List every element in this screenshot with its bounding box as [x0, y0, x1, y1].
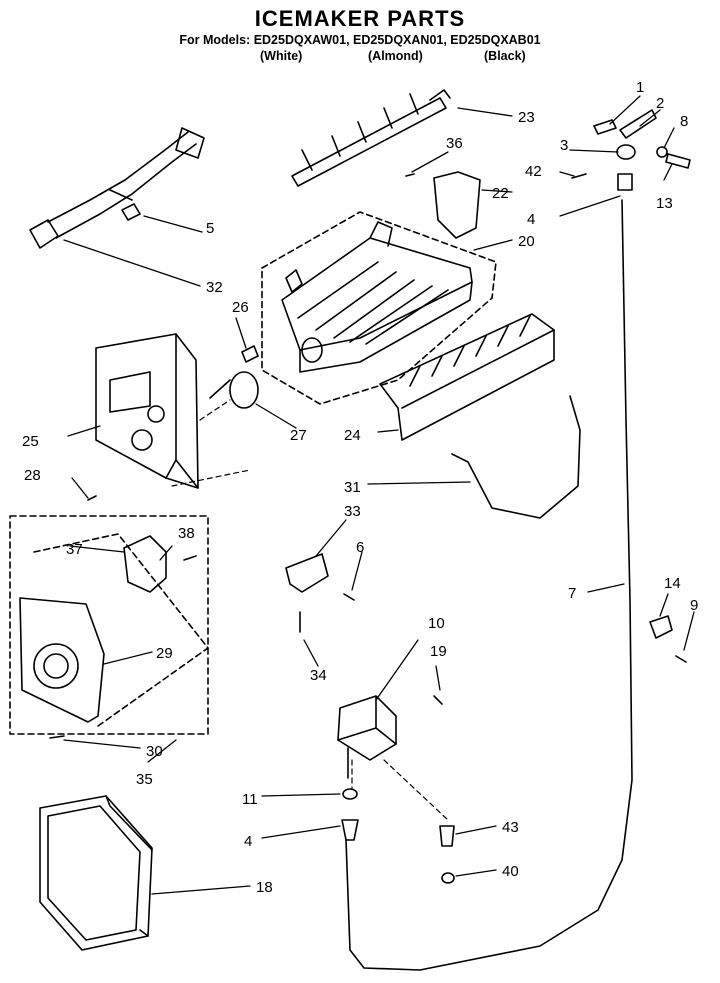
- callout-28: 28: [24, 467, 41, 484]
- callout-19: 19: [430, 643, 447, 660]
- fill-trough: [379, 313, 555, 441]
- callout-43: 43: [502, 819, 519, 836]
- variant-almond: (Almond): [368, 49, 423, 63]
- callout-1: 1: [636, 79, 644, 96]
- ejector-blade: [291, 89, 451, 187]
- callout-26: 26: [232, 299, 249, 316]
- callout-30: 30: [146, 743, 163, 760]
- variant-white: (White): [260, 49, 303, 63]
- clip: [241, 345, 259, 363]
- callout-10: 10: [428, 615, 445, 632]
- callout-25: 25: [22, 433, 39, 450]
- ice-mold-assembly: [261, 211, 497, 405]
- callout-35: 35: [136, 771, 153, 788]
- callout-29: 29: [156, 645, 173, 662]
- models-line: For Models: ED25DQXAW01, ED25DQXAN01, ED…: [179, 33, 541, 47]
- callout-8: 8: [680, 113, 688, 130]
- callout-18: 18: [256, 879, 273, 896]
- callout-27: 27: [290, 427, 307, 444]
- callout-40: 40: [502, 863, 519, 880]
- callout-38: 38: [178, 525, 195, 542]
- bracket: [285, 553, 329, 593]
- callout-3: 3: [560, 137, 568, 154]
- callout-5: 5: [206, 220, 214, 237]
- callout-11: 11: [242, 791, 258, 808]
- callout-7: 7: [568, 585, 576, 602]
- callout-34: 34: [310, 667, 327, 684]
- variant-black: (Black): [484, 49, 526, 63]
- ice-stripper: [433, 171, 481, 239]
- callout-4: 4: [244, 833, 252, 850]
- control-module: [95, 333, 199, 489]
- filter-box: [39, 795, 153, 951]
- callout-4: 4: [527, 211, 535, 228]
- callout-13: 13: [656, 195, 673, 212]
- callout-9: 9: [690, 597, 698, 614]
- fill-tube: [345, 199, 633, 971]
- callout-2: 2: [656, 95, 664, 112]
- callout-23: 23: [518, 109, 535, 126]
- callout-6: 6: [356, 539, 364, 556]
- motor: [229, 371, 259, 409]
- callout-24: 24: [344, 427, 361, 444]
- callout-33: 33: [344, 503, 361, 520]
- callout-20: 20: [518, 233, 535, 250]
- wire-harness: [29, 127, 205, 249]
- callout-36: 36: [446, 135, 463, 152]
- water-valve: [337, 695, 397, 779]
- page-title: ICEMAKER PARTS: [254, 6, 466, 31]
- module-exploded-box: [9, 515, 209, 735]
- callout-32: 32: [206, 279, 223, 296]
- shutoff-arm: [451, 395, 581, 519]
- callout-31: 31: [344, 479, 361, 496]
- callout-42: 42: [525, 163, 542, 180]
- callout-22: 22: [492, 185, 509, 202]
- callout-37: 37: [66, 541, 83, 558]
- callout-14: 14: [664, 575, 681, 592]
